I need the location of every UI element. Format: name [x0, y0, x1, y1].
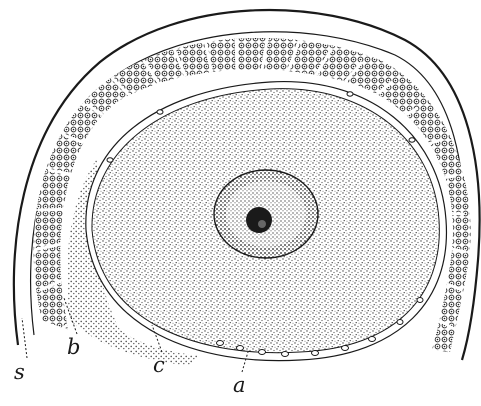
- label-c: c: [153, 355, 165, 376]
- label-b: b: [67, 337, 80, 358]
- germinal-spot-highlight: [258, 220, 266, 228]
- label-a: a: [233, 375, 246, 396]
- germinal-spot: [246, 207, 272, 233]
- label-s: s: [14, 362, 25, 383]
